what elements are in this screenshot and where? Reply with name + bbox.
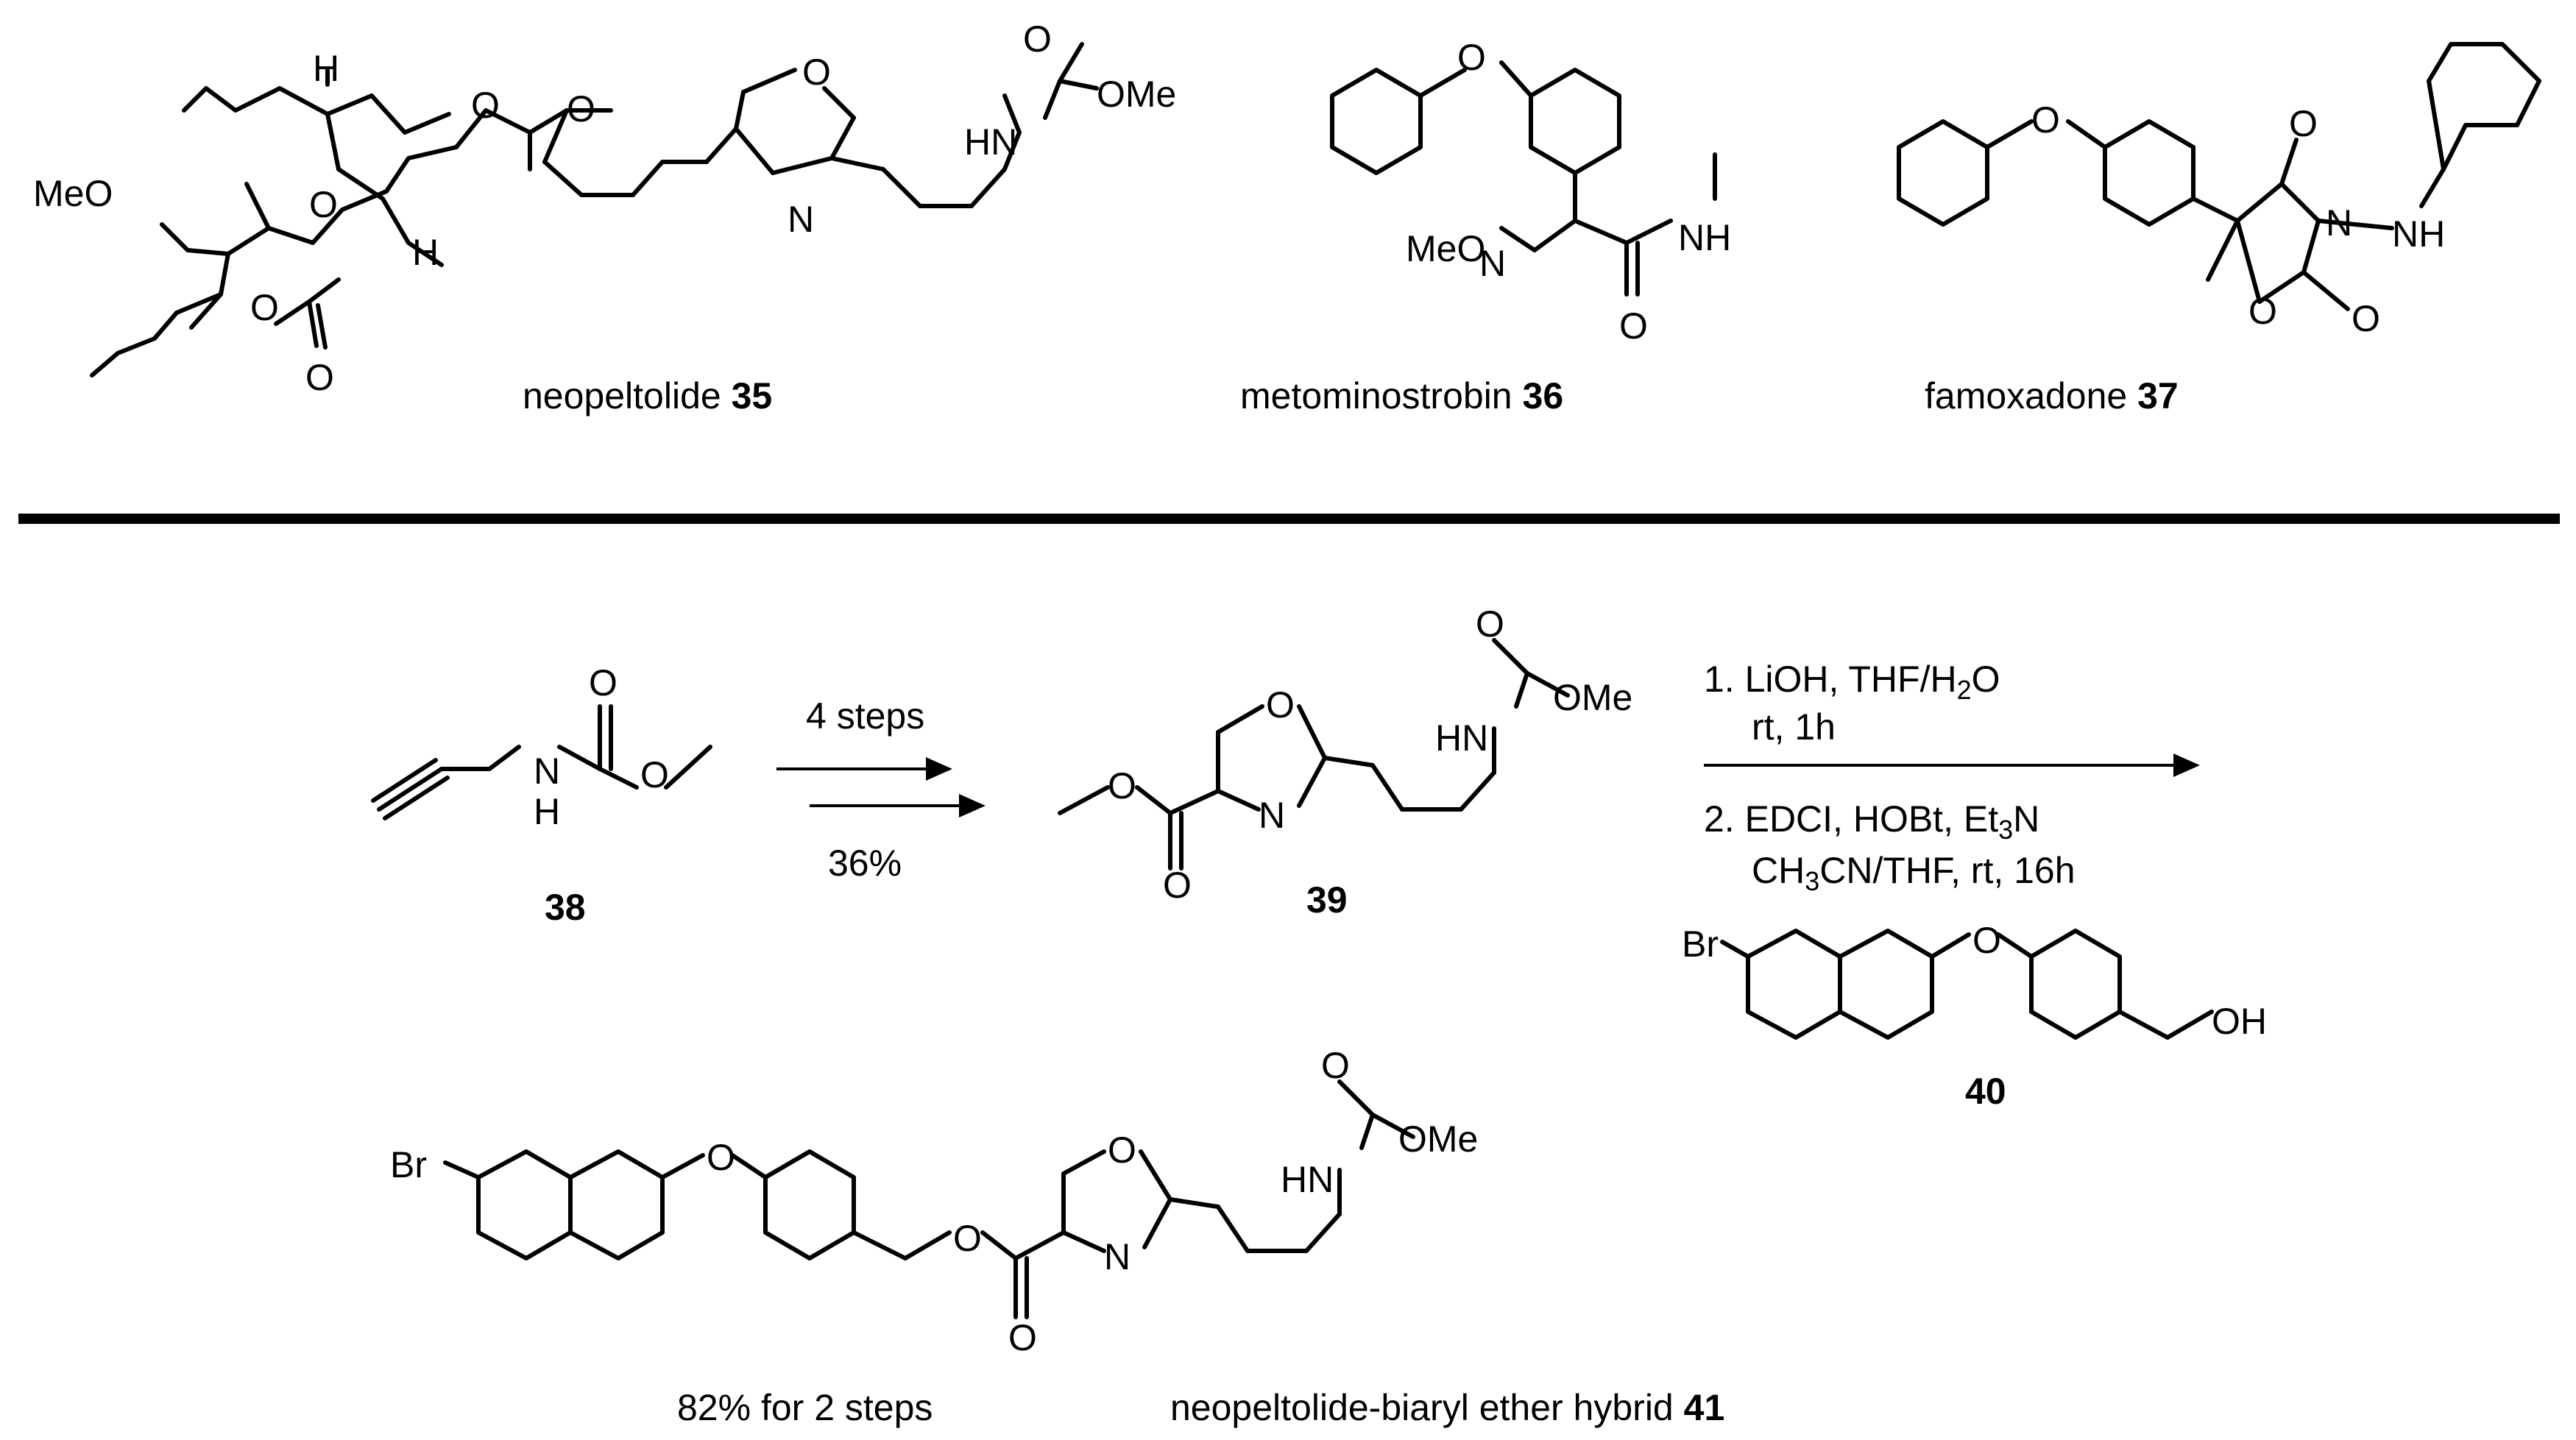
metominostrobin-caption: metominostrobin 36	[1240, 375, 1563, 416]
compound-41-carbamate-o-label: O	[1321, 1045, 1350, 1086]
compound-39-oxazole-o-label: O	[1266, 684, 1295, 726]
compound-40-number: 40	[1965, 1071, 2006, 1112]
compound-40-structure: Br O OH	[1682, 920, 2267, 1042]
neopeltolide-ester-o-label: O	[471, 85, 500, 126]
neopeltolide-structure: H O H MeO O O O O O N HN O OMe	[33, 18, 1176, 398]
compound-41-oxazole-n-label: N	[1104, 1236, 1130, 1277]
neopeltolide-lactone-o-label: O	[250, 287, 279, 328]
compound-41-carbonyl-o-label: O	[1008, 1317, 1037, 1358]
metominostrobin-o-label: O	[1619, 305, 1648, 347]
neopeltolide-h-top-label: H	[313, 48, 339, 89]
neopeltolide-hn-label: HN	[964, 121, 1017, 163]
metominostrobin-ether-o-label: O	[1457, 37, 1486, 78]
compound-41-hn-label: HN	[1281, 1159, 1334, 1200]
famoxadone-nh-label: NH	[2392, 213, 2445, 255]
famoxadone-ring-o-label: O	[2248, 291, 2277, 332]
famoxadone-caption: famoxadone 37	[1925, 375, 2179, 416]
neopeltolide-ring-o-label: O	[309, 184, 338, 225]
neopeltolide-carbonyl-o-label: O	[305, 357, 334, 398]
metominostrobin-n-label: N	[1479, 243, 1506, 284]
compound-38-number: 38	[545, 887, 586, 928]
step2-line4: CH3CN/THF, rt, 16h	[1752, 850, 2076, 896]
compound-39-oxazole-n-label: N	[1259, 795, 1285, 836]
compound-38-ether-o-label: O	[640, 754, 669, 795]
compound-41-structure: Br O O O O N HN O OMe	[390, 1045, 1478, 1358]
compound-39-structure: O O O N HN O OMe	[1058, 603, 1632, 906]
compound-38-n-label: N	[534, 751, 560, 792]
famoxadone-carbonyl-o-label: O	[2289, 103, 2318, 144]
metominostrobin-nh-label: NH	[1678, 217, 1731, 258]
compound-39-carbamate-o-label: O	[1476, 603, 1504, 645]
famoxadone-structure: O O N NH O O	[1897, 42, 2541, 339]
compound-40-br-label: Br	[1682, 923, 1719, 965]
product-caption: neopeltolide-biaryl ether hybrid 41	[1170, 1387, 1724, 1428]
compound-40-ether-o-label: O	[1972, 920, 2001, 961]
famoxadone-n-label: N	[2326, 202, 2352, 244]
metominostrobin-structure: O MeO N NH O	[1330, 37, 1731, 347]
compound-39-hn-label: HN	[1435, 717, 1488, 759]
compound-41-ether-o-label: O	[707, 1137, 735, 1178]
compound-39-carbonyl-o-label: O	[1163, 865, 1192, 906]
compound-38-h-label: H	[534, 791, 560, 832]
neopeltolide-carbamate-o-label: O	[1023, 18, 1052, 60]
compound-41-ome-label: OMe	[1398, 1118, 1478, 1160]
compound-40-oh-label: OH	[2212, 1001, 2267, 1042]
neopeltolide-oxazole-o-label: O	[802, 52, 831, 93]
step1-conditions: 4 steps	[806, 695, 924, 737]
compound-39-ome-label: OMe	[1553, 677, 1632, 718]
compound-39-ester-o-label: O	[1108, 765, 1136, 806]
compound-39-number: 39	[1306, 879, 1348, 921]
compound-38-structure: N H O O	[371, 662, 712, 832]
step2-line2: rt, 1h	[1752, 706, 1836, 748]
step2-line3: 2. EDCI, HOBt, Et3N	[1704, 798, 2039, 845]
neopeltolide-caption: neopeltolide 35	[523, 375, 772, 416]
famoxadone-carbonyl-o2-label: O	[2352, 298, 2380, 339]
compound-41-oxazole-o-label: O	[1108, 1129, 1136, 1171]
compound-41-br-label: Br	[390, 1144, 427, 1185]
famoxadone-ether-o-label: O	[2031, 99, 2060, 141]
step1-yield: 36%	[828, 843, 902, 884]
compound-41-ester-o-label: O	[953, 1218, 982, 1259]
product-yield: 82% for 2 steps	[677, 1387, 933, 1428]
neopeltolide-h-bottom-label: H	[412, 232, 439, 273]
neopeltolide-ome-label: OMe	[1097, 74, 1176, 115]
compound-38-carbonyl-o-label: O	[589, 662, 618, 703]
neopeltolide-ester-carbonyl-label: O	[567, 88, 595, 130]
step2-line1: 1. LiOH, THF/H2O	[1704, 659, 2000, 705]
metominostrobin-meo-label: MeO	[1406, 228, 1485, 269]
neopeltolide-meo-label: MeO	[33, 173, 113, 214]
neopeltolide-oxazole-n-label: N	[788, 199, 814, 240]
